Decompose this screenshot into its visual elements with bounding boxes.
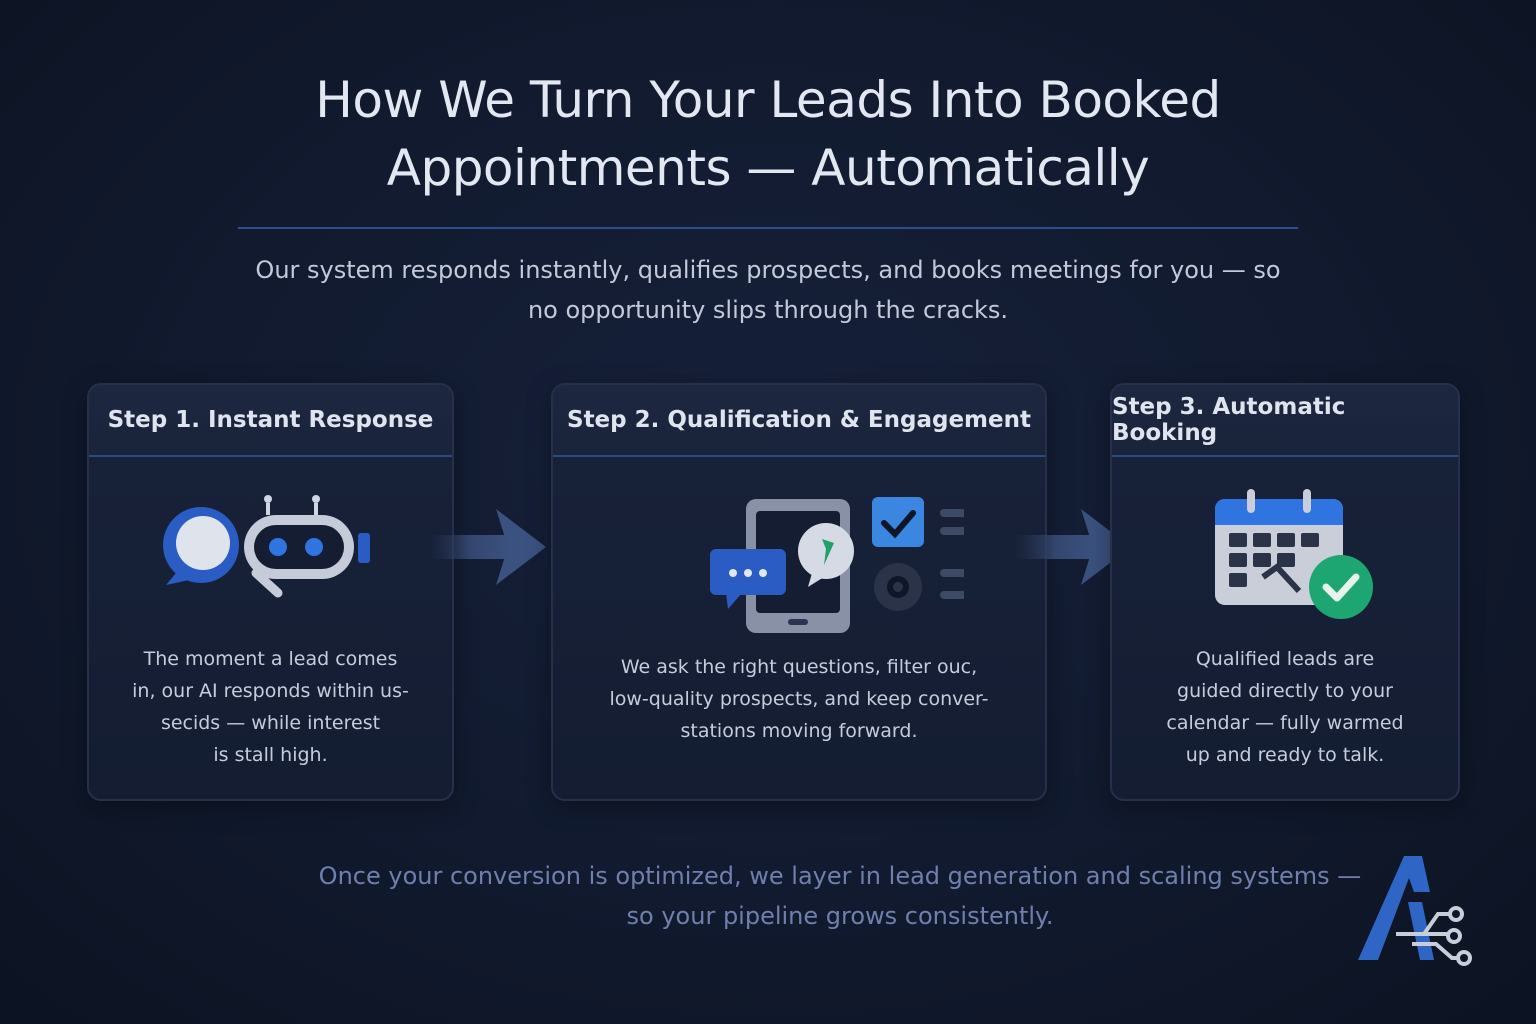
- title-line-2: Appointments — Automatically: [386, 139, 1150, 197]
- step-card-2: Step 2. Qualification & Engagement: [551, 383, 1047, 801]
- title-divider: [238, 227, 1298, 229]
- step-card-1: Step 1. Instant Response: [87, 383, 454, 801]
- step-1-line: is stall high.: [213, 744, 328, 766]
- step-3-line: guided directly to your: [1177, 680, 1393, 702]
- step-card-3: Step 3. Automatic Booking: [1110, 383, 1460, 801]
- step-3-line: up and ready to talk.: [1185, 744, 1385, 766]
- footer-line-2: so your pipeline grows consistently.: [626, 902, 1054, 930]
- step-2-line: low-quality prospects, and keep conver-: [609, 688, 989, 710]
- tablet-checklist-icon: [553, 493, 1045, 643]
- step-2-title: Step 2. Qualification & Engagement: [553, 385, 1045, 457]
- chat-robot-icon: [89, 485, 452, 635]
- step-3-line: Qualified leads are: [1195, 648, 1375, 670]
- step-1-description: The moment a lead comes in, our AI respo…: [109, 643, 432, 771]
- step-1-line: The moment a lead comes: [143, 648, 398, 670]
- step-1-line: in, our AI responds within us-: [132, 680, 409, 702]
- step-1-line: secids — while interest: [160, 712, 381, 734]
- brand-logo-icon: [1358, 856, 1472, 966]
- page-title: How We Turn Your Leads Into Booked Appoi…: [0, 66, 1536, 202]
- arrow-right-icon: [1015, 509, 1131, 585]
- subtitle-line-1: Our system responds instantly, qualifies…: [255, 256, 1281, 284]
- step-2-description: We ask the right questions, filter ouc, …: [573, 651, 1025, 747]
- step-1-title: Step 1. Instant Response: [89, 385, 452, 457]
- title-line-1: How We Turn Your Leads Into Booked: [315, 71, 1221, 129]
- step-2-line: stations moving forward.: [680, 720, 918, 742]
- step-2-line: We ask the right questions, filter ouc,: [620, 656, 978, 678]
- page-subtitle: Our system responds instantly, qualifies…: [200, 250, 1336, 330]
- subtitle-line-2: no opportunity slips through the cracks.: [527, 296, 1009, 324]
- footer-line-1: Once your conversion is optimized, we la…: [318, 862, 1362, 890]
- calendar-check-icon: [1112, 487, 1458, 637]
- arrow-right-icon: [430, 509, 546, 585]
- step-3-description: Qualified leads are guided directly to y…: [1132, 643, 1438, 771]
- footer-text: Once your conversion is optimized, we la…: [300, 856, 1380, 936]
- step-3-line: calendar — fully warmed: [1166, 712, 1404, 734]
- step-3-title: Step 3. Automatic Booking: [1112, 385, 1458, 457]
